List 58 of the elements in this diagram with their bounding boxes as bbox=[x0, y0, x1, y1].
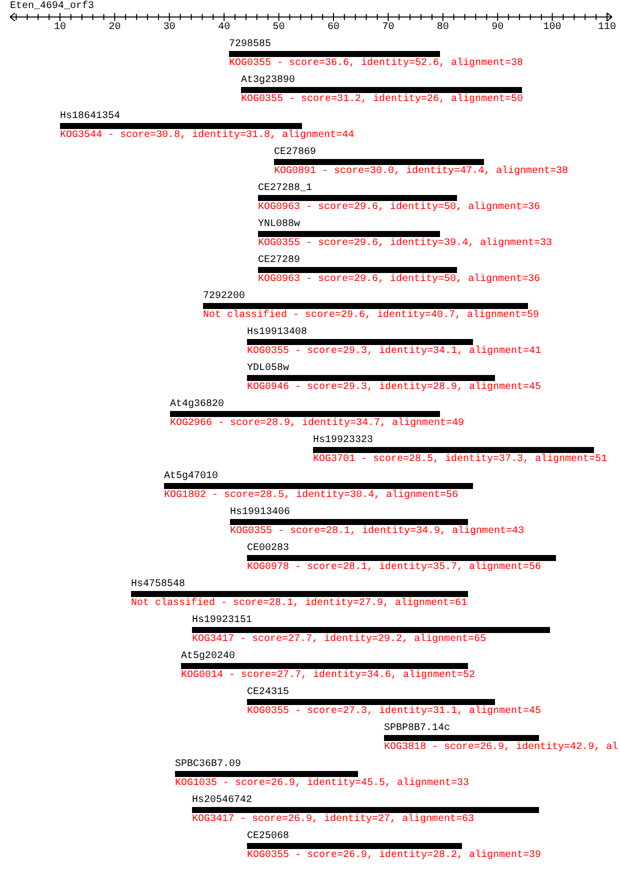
hit-name: CE27288_1 bbox=[258, 183, 312, 195]
tick-label: 80 bbox=[436, 22, 449, 34]
hit-description: KOG3417 - score=26.9, identity=27, alignment=63 bbox=[192, 814, 474, 826]
hit-description: KOG0355 - score=31.2, identity=26, alignment=50 bbox=[241, 94, 524, 106]
hit-name: Hs19923151 bbox=[192, 615, 252, 627]
hit-description: KOG0355 - score=28.1, identity=34.9, alignment=43 bbox=[230, 526, 524, 538]
hit-name: YNL088w bbox=[258, 219, 300, 231]
hit-description: Not classified - score=28.1, identity=27.9, alignment=61 bbox=[131, 598, 468, 610]
hit-name: CE27869 bbox=[274, 147, 316, 159]
hit-description: KOG3818 - score=26.9, identity=42.9, al bbox=[384, 742, 618, 754]
hit-name: At5g47010 bbox=[164, 471, 218, 483]
hit-name: Hs18641354 bbox=[60, 111, 120, 123]
hit-name: Hs4758548 bbox=[131, 579, 186, 591]
hit-description: Not classified - score=29.6, identity=40.7, alignment=59 bbox=[203, 310, 540, 322]
hit-name: 7292200 bbox=[203, 291, 246, 303]
hit-description: KOG0355 - score=36.6, identity=52.6, alignment=38 bbox=[229, 58, 524, 70]
hit-name: SPBC36B7.09 bbox=[175, 759, 242, 771]
hit-description: KOG0355 - score=29.6, identity=39.4, alignment=33 bbox=[258, 238, 552, 250]
tick-label: 60 bbox=[328, 22, 340, 34]
hit-name: At4g36820 bbox=[170, 399, 224, 411]
hit-name: Hs19913406 bbox=[230, 507, 290, 519]
tick-label: 100 bbox=[543, 22, 562, 34]
hit-description: KOG0355 - score=27.3, identity=31.1, alignment=45 bbox=[247, 706, 542, 718]
hit-name: CE24315 bbox=[247, 687, 290, 699]
tick-label: 30 bbox=[163, 22, 176, 34]
hit-description: KOG0355 - score=26.9, identity=28.2, alignment=39 bbox=[247, 850, 542, 862]
hit-name: Hs19913408 bbox=[247, 327, 308, 339]
hit-name: At5g20240 bbox=[181, 651, 236, 663]
hit-name: SPBP8B7.14c bbox=[384, 723, 450, 735]
hit-description: KOG0014 - score=27.7, identity=34.6, alignment=52 bbox=[181, 670, 476, 682]
hit-description: KOG0946 - score=29.3, identity=28.9, alignment=45 bbox=[247, 382, 542, 394]
hit-name: Hs19923323 bbox=[313, 435, 374, 447]
hit-description: KOG3417 - score=27.7, identity=29.2, alignment=65 bbox=[192, 634, 486, 646]
hit-description: KOG1035 - score=26.9, identity=45.5, alignment=33 bbox=[175, 778, 470, 790]
tick-label: 70 bbox=[382, 22, 394, 34]
hit-name: CE00283 bbox=[247, 543, 290, 555]
hit-name: CE25068 bbox=[247, 831, 290, 843]
tick-label: 50 bbox=[272, 22, 285, 34]
tick-label: 40 bbox=[218, 22, 230, 34]
hit-description: KOG0963 - score=29.6, identity=50, alignment=36 bbox=[258, 202, 540, 214]
tick-label: 110 bbox=[598, 22, 616, 34]
tick-label: 10 bbox=[54, 22, 66, 34]
hit-name: Hs20546742 bbox=[192, 795, 252, 807]
hit-name: At3g23890 bbox=[241, 75, 296, 87]
hit-name: YDL058w bbox=[247, 363, 290, 375]
sequence-title: Eten_4694_orf3 bbox=[10, 1, 94, 13]
hit-description: KOG2966 - score=28.9, identity=34.7, alignment=49 bbox=[170, 418, 464, 430]
tick-label: 90 bbox=[492, 22, 504, 34]
hit-description: KOG1802 - score=28.5, identity=30.4, alignment=56 bbox=[164, 490, 458, 502]
hit-description: KOG0978 - score=28.1, identity=35.7, alignment=56 bbox=[247, 562, 542, 574]
hit-description: KOG3544 - score=30.8, identity=31.8, alignment=44 bbox=[60, 130, 354, 142]
hit-description: KOG0963 - score=29.6, identity=50, alignment=36 bbox=[258, 274, 540, 286]
hit-description: KOG0891 - score=30.0, identity=47.4, alignment=38 bbox=[274, 166, 568, 178]
tick-label: 20 bbox=[108, 22, 121, 34]
hit-description: KOG0355 - score=29.3, identity=34.1, alignment=41 bbox=[247, 346, 542, 358]
hit-description: KOG3701 - score=28.5, identity=37.3, alignment=51 bbox=[313, 454, 608, 466]
hit-name: CE27289 bbox=[258, 255, 300, 267]
hit-name: 7298585 bbox=[229, 39, 272, 51]
